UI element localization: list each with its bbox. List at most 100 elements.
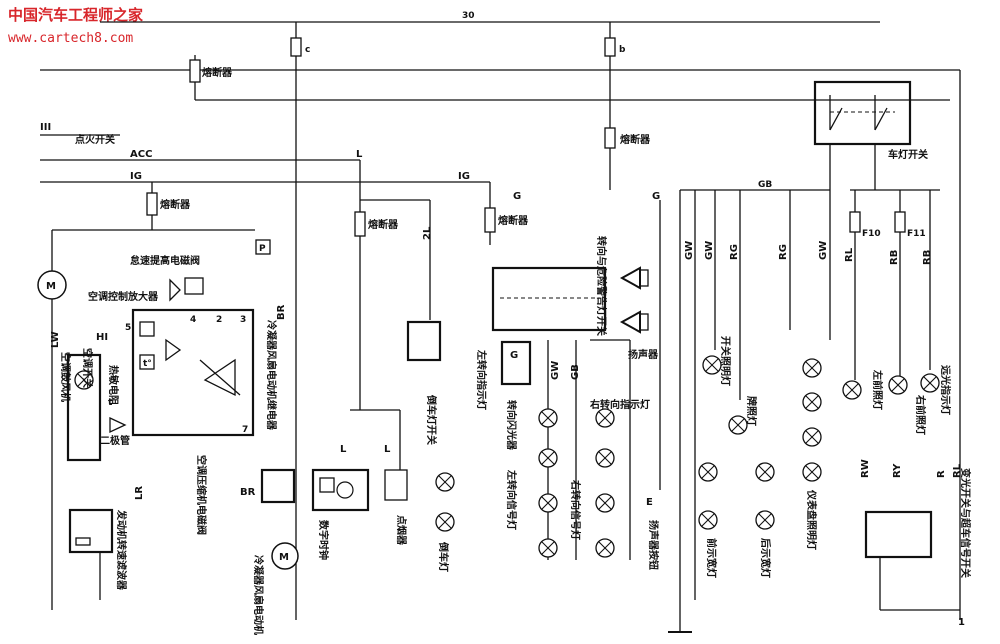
- left-headlamp-2: [888, 375, 908, 395]
- wire-gw2-label: GW: [684, 241, 695, 260]
- light-switch: 车灯开关: [813, 80, 928, 190]
- right-turn-lamp-3: [595, 493, 615, 513]
- bus-ig2-label: IG: [458, 171, 470, 182]
- fuse-turn: 熔断器: [484, 182, 529, 245]
- svg-text:M: M: [279, 552, 289, 563]
- svg-text:G: G: [510, 350, 518, 361]
- rear-width-label: 后示宽灯: [759, 538, 772, 578]
- reverse-lamp-label: 倒车灯: [437, 541, 450, 572]
- turn-lamps: [538, 408, 615, 558]
- left-headlamp-label: 左前照灯: [871, 369, 884, 410]
- wire-rb1-label: RB: [889, 250, 900, 265]
- wire-l-clock: L: [340, 444, 347, 455]
- wire-rl1-label: RL: [844, 247, 855, 262]
- pin-p: P: [259, 244, 266, 254]
- compressor-clutch-label: 空调压缩机电磁阀: [195, 455, 208, 535]
- right-indicator-label: 右转向指示灯: [589, 398, 650, 411]
- wire-rb2-label: RB: [922, 250, 933, 265]
- panel-lamp-4: [802, 462, 822, 482]
- wire-2l-label: 2L: [422, 226, 433, 240]
- watermark-url: www.cartech8.com: [8, 31, 133, 46]
- wire-gw3-label: GW: [704, 241, 715, 260]
- fuse-turn-label: 熔断器: [498, 214, 529, 227]
- wire-rl2-label: RL: [952, 463, 963, 478]
- left-turn-lamp-3: [538, 493, 558, 513]
- pin-2: 2: [216, 315, 222, 325]
- wire-rg1-label: RG: [729, 244, 740, 260]
- wire-l-lighter: L: [384, 444, 391, 455]
- pin-3: 3: [240, 315, 246, 325]
- left-headlamp-1: [842, 380, 862, 400]
- wire-gw4-label: GW: [818, 241, 829, 260]
- rear-width-lamp-2: [755, 510, 775, 530]
- panel-lamp-1: [802, 358, 822, 378]
- small-lamps: 开关照明灯 牌照灯 前示宽灯 后示宽灯 仪表盘照明灯: [698, 336, 822, 578]
- flasher-box: [500, 340, 532, 386]
- wire-lr-label: LR: [134, 486, 145, 500]
- lighting-bus: GB GW GW RG RG GW: [679, 180, 831, 632]
- flasher-label: 转向闪光器: [505, 400, 518, 451]
- switch-light-label: 开关照明灯: [719, 336, 732, 386]
- bus-l-label: L: [356, 149, 363, 160]
- bus-acc-label: ACC: [130, 149, 152, 160]
- panel-lamp-2: [802, 392, 822, 412]
- clock-lighter: L 数字时钟 L 点烟器 2L: [311, 199, 442, 560]
- pin-4: 4: [190, 315, 196, 325]
- horn-label: 扬声器: [628, 348, 659, 361]
- fuse-acc: 熔断器 L: [354, 149, 399, 410]
- headlamp-section: F10 F11 RL RB RB 左前照灯 右前照灯 远光指示灯 RW RY R…: [842, 189, 972, 628]
- condenser-motor-label: 冷凝器风扇电动机: [252, 555, 265, 635]
- panel-light-label: 仪表盘照明灯: [805, 489, 818, 550]
- ac-amplifier-label: 空调控制放大器: [88, 290, 159, 303]
- right-turn-lamp-2: [595, 448, 615, 468]
- fuse-b-label: b: [619, 45, 626, 55]
- fuse-acc-label: 熔断器: [368, 218, 399, 231]
- left-turn-lamp-4: [538, 538, 558, 558]
- wire-br1-label: BR: [276, 304, 287, 320]
- svg-text:M: M: [46, 281, 56, 292]
- fuse-c: c: [290, 22, 310, 620]
- bus-ig-label: IG: [130, 171, 142, 182]
- watermark-site-name: 中国汽车工程师之家: [8, 6, 143, 24]
- thermistor-t-label: t: [108, 398, 113, 408]
- right-turn-lamp-1: [595, 408, 615, 428]
- engine-filter-box: [68, 508, 114, 554]
- panel-lamp-3: [802, 427, 822, 447]
- wire-lw-label: LW: [50, 331, 61, 348]
- idle-solenoid-label: 怠速提高电磁阀: [130, 254, 200, 267]
- condenser-motor-icon: [271, 542, 299, 570]
- wire-e-label: E: [646, 497, 653, 508]
- fuse-b: b 熔断器: [604, 22, 651, 190]
- high-beam-indicator-label: 远光指示灯: [939, 365, 952, 415]
- blower-motor-label: 空调鼓风机: [59, 352, 72, 402]
- left-turn-lamp-1: [538, 408, 558, 428]
- fuse-f10: F10: [849, 211, 881, 239]
- clock-label: 数字时钟: [317, 520, 330, 560]
- left-turn-lamp-2: [538, 448, 558, 468]
- left-signal-label: 左转向信号灯: [505, 469, 518, 530]
- fuse-ig-label: 熔断器: [160, 198, 191, 211]
- condenser-relay-label: 冷凝器风扇电动机继电器: [265, 320, 278, 431]
- power-buses: 30 ACC IG IG III 点火开关: [40, 11, 961, 620]
- fuse-b2-label: 熔断器: [620, 133, 651, 146]
- high-beam-indicator-lamp: [920, 373, 940, 393]
- engine-filter-label: 发动机转速滤波器: [115, 509, 128, 591]
- wire-rg2-label: RG: [778, 244, 789, 260]
- dimmer-switch-box: [864, 510, 933, 559]
- ac-hi-label: HI: [96, 332, 108, 343]
- front-width-lamp-2: [698, 510, 718, 530]
- fuse-left-top: 熔断器: [189, 55, 950, 101]
- right-turn-lamp-4: [595, 538, 615, 558]
- reverse-section: 倒车灯开关 倒车灯: [425, 394, 455, 572]
- bus-gb-label: GB: [758, 180, 772, 190]
- fuse-f11: F11: [894, 211, 926, 239]
- fuse-ig: 熔断器: [146, 182, 191, 230]
- diode-label: 二极管: [100, 434, 130, 447]
- bus-g2-label: G: [652, 191, 660, 202]
- ignition-iii: III: [40, 122, 51, 133]
- fuse-left-label: 熔断器: [202, 66, 233, 79]
- lighter-label: 点烟器: [395, 515, 408, 546]
- horn-section: 扬声器 E 扬声器按钮: [619, 200, 661, 570]
- clock-icon: [336, 481, 354, 499]
- hazard-switch-box: [491, 266, 607, 332]
